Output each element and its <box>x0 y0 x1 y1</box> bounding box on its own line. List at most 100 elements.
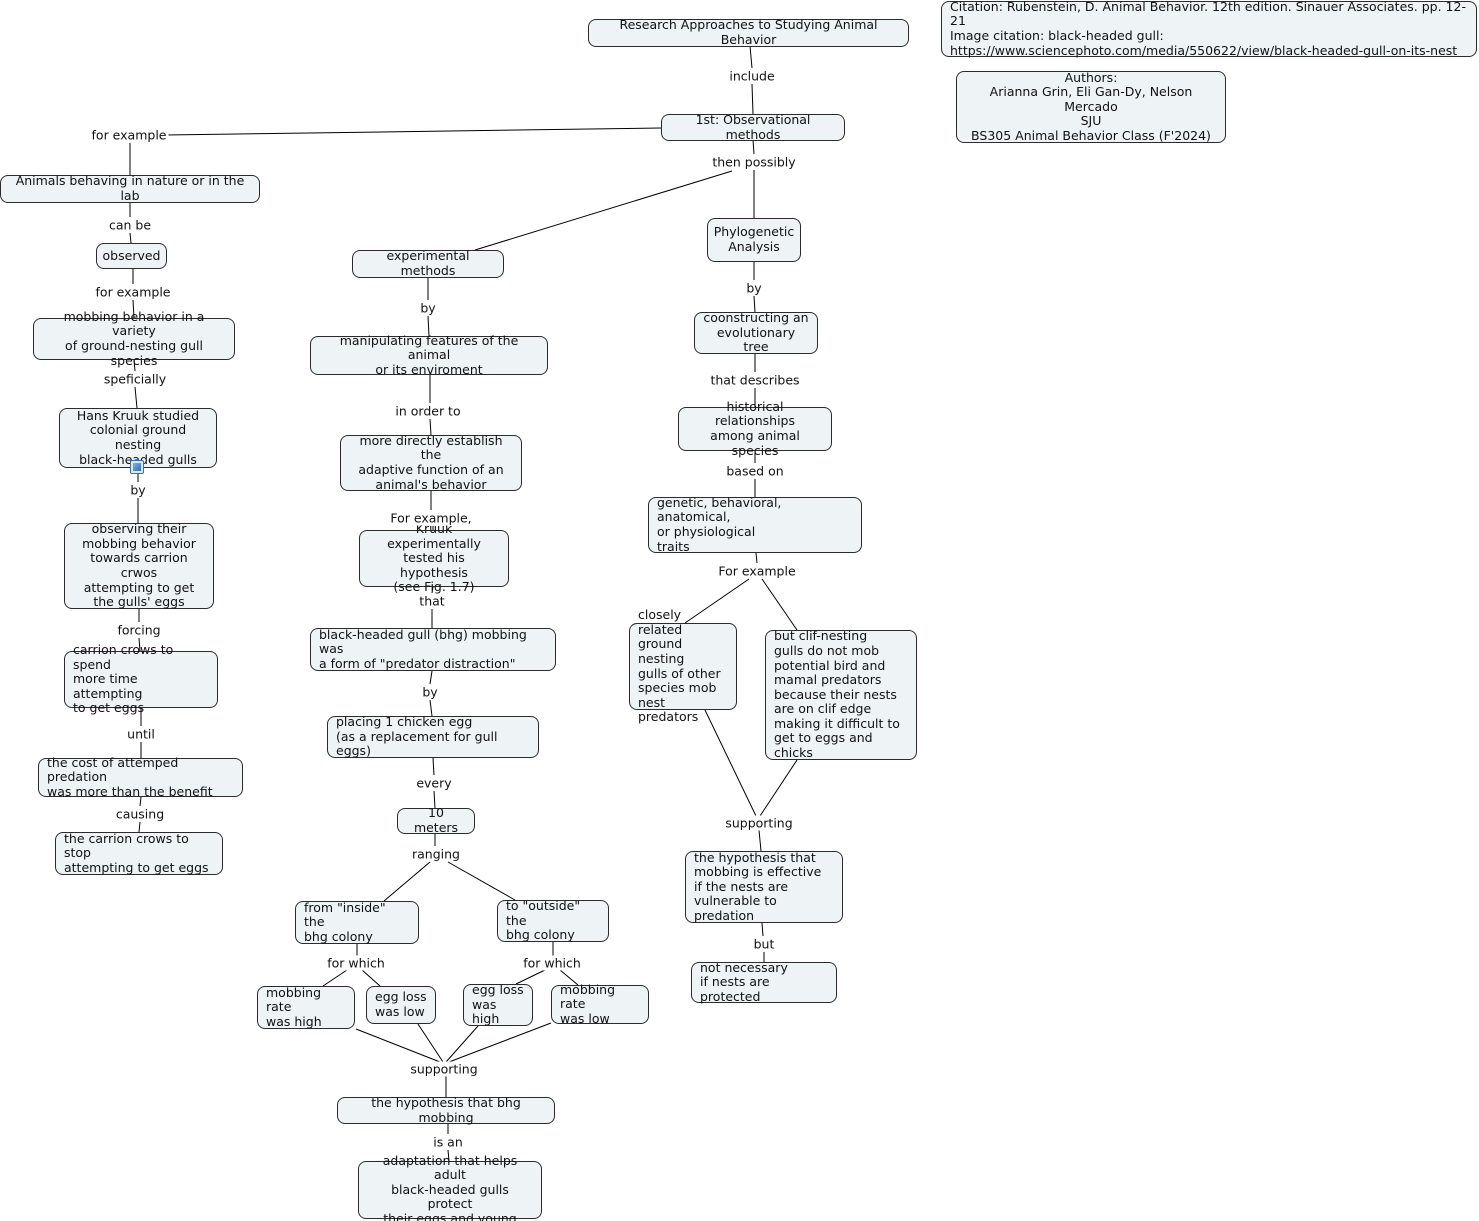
node-evolutionary-tree-text: coonstructing an evolutionary tree <box>703 310 809 355</box>
node-crows-stop[interactable]: the carrion crows to stop attempting to … <box>55 830 223 875</box>
node-evolutionary-tree[interactable]: coonstructing an evolutionary tree <box>694 310 818 355</box>
node-egg-loss-low-text: egg loss was low <box>375 989 427 1019</box>
node-mobbing-rate-high[interactable]: mobbing rate was high <box>257 984 355 1029</box>
link-can-be[interactable]: can be <box>106 217 154 233</box>
node-phylogenetic-analysis-text: Phylogenetic Analysis <box>713 224 795 254</box>
node-predator-distraction-text: black-headed gull (bhg) mobbing was a fo… <box>319 626 527 671</box>
node-traits-text: genetic, behavioral, anatomical, or phys… <box>657 494 782 554</box>
node-observational-methods[interactable]: 1st: Observational methods <box>661 111 845 142</box>
node-traits[interactable]: genetic, behavioral, anatomical, or phys… <box>648 494 862 554</box>
node-egg-loss-high[interactable]: egg loss was high <box>463 982 533 1027</box>
node-mobbing-variety-text: mobbing behavior in a variety of ground-… <box>63 308 205 368</box>
node-chicken-egg[interactable]: placing 1 chicken egg (as a replacement … <box>327 714 539 759</box>
node-observational-methods-text: 1st: Observational methods <box>695 111 811 142</box>
image-icon[interactable] <box>130 460 144 474</box>
link-speficially[interactable]: speficially <box>101 371 169 387</box>
node-mobbing-variety[interactable]: mobbing behavior in a variety of ground-… <box>33 309 235 367</box>
link-ranging[interactable]: ranging <box>410 846 462 862</box>
node-cost-predation[interactable]: the cost of attemped predation was more … <box>38 754 243 799</box>
node-hypothesis-bhg-text: the hypothesis that bhg mobbing <box>371 1094 521 1125</box>
node-experimental-methods-text: experimental methods <box>386 248 470 278</box>
node-observed[interactable]: observed <box>96 243 167 269</box>
link-is-an[interactable]: is an <box>431 1134 465 1150</box>
link-causing[interactable]: causing <box>113 806 167 822</box>
link-by-experimental[interactable]: by <box>418 300 438 316</box>
link-for-example-observed[interactable]: for example <box>93 284 173 300</box>
node-hypothesis-bhg[interactable]: the hypothesis that bhg mobbing <box>337 1094 555 1125</box>
authors-text: Authors: Arianna Grin, Eli Gan-Dy, Nelso… <box>971 69 1211 143</box>
link-for-example-experimental[interactable]: For example, <box>388 510 474 526</box>
node-mobbing-rate-low-text: mobbing rate was low <box>560 981 616 1026</box>
link-include[interactable]: include <box>727 68 777 84</box>
node-experimental-methods[interactable]: experimental methods <box>352 248 504 278</box>
link-in-order-to[interactable]: in order to <box>393 403 463 419</box>
node-hypothesis-effective-text: the hypothesis that mobbing is effective… <box>694 849 822 923</box>
node-animals-behaving[interactable]: Animals behaving in nature or in the lab <box>0 173 260 203</box>
node-adaptation-text: adaptation that helps adult black-headed… <box>382 1152 518 1221</box>
link-every[interactable]: every <box>414 775 454 791</box>
node-closely-related[interactable]: closely related ground nesting gulls of … <box>629 607 737 724</box>
node-crows-spend-time-text: carrion crows to spend more time attempt… <box>73 642 174 716</box>
link-supporting-phylogenetic[interactable]: supporting <box>723 815 795 831</box>
node-not-necessary-text: not necessary if nests are protected <box>700 959 788 1004</box>
node-cost-predation-text: the cost of attemped predation was more … <box>47 754 213 799</box>
node-kruuk-tested-text: Kruuk experimentally tested his hypothes… <box>387 521 481 595</box>
node-inside-colony[interactable]: from "inside" the bhg colony <box>295 899 419 944</box>
link-by-phylogenetic[interactable]: by <box>744 280 764 296</box>
link-that-describes[interactable]: that describes <box>708 372 802 388</box>
link-for-example-phylogenetic[interactable]: For example <box>716 563 798 579</box>
node-mobbing-rate-low[interactable]: mobbing rate was low <box>551 981 649 1026</box>
node-egg-loss-low[interactable]: egg loss was low <box>366 986 436 1024</box>
node-title[interactable]: Research Approaches to Studying Animal B… <box>588 17 909 47</box>
node-outside-colony[interactable]: to "outside" the bhg colony <box>497 898 609 943</box>
node-adaptation[interactable]: adaptation that helps adult black-headed… <box>358 1153 542 1221</box>
node-establish-function[interactable]: more directly establish the adaptive fun… <box>340 432 522 492</box>
node-crows-spend-time[interactable]: carrion crows to spend more time attempt… <box>64 642 218 715</box>
link-forcing[interactable]: forcing <box>115 622 163 638</box>
node-kruuk-tested[interactable]: Kruuk experimentally tested his hypothes… <box>359 521 509 594</box>
node-ten-meters[interactable]: 10 meters <box>397 805 475 835</box>
node-historical-relationships-text: historical relationships among animal sp… <box>710 398 800 458</box>
link-by-kruuk[interactable]: by <box>128 482 148 498</box>
node-title-text: Research Approaches to Studying Animal B… <box>619 17 878 47</box>
node-animals-behaving-text: Animals behaving in nature or in the lab <box>15 173 245 203</box>
node-establish-function-text: more directly establish the adaptive fun… <box>358 432 504 492</box>
node-phylogenetic-analysis[interactable]: Phylogenetic Analysis <box>707 218 801 262</box>
link-but[interactable]: but <box>751 936 777 952</box>
node-observing-mobbing-text: observing their mobbing behavior towards… <box>82 521 196 610</box>
node-manipulating-features[interactable]: manipulating features of the animal or i… <box>310 332 548 377</box>
node-clif-nesting-text: but clif-nesting gulls do not mob potent… <box>774 628 900 761</box>
citation-box: Citation: Rubenstein, D. Animal Behavior… <box>941 0 1477 58</box>
node-egg-loss-high-text: egg loss was high <box>472 982 524 1027</box>
node-observing-mobbing[interactable]: observing their mobbing behavior towards… <box>64 521 214 610</box>
link-for-which-outside[interactable]: for which <box>521 955 583 971</box>
node-observed-text: observed <box>102 247 161 263</box>
node-mobbing-rate-high-text: mobbing rate was high <box>266 984 322 1029</box>
node-kruuk-studied-text: Hans Kruuk studied colonial ground nesti… <box>76 407 200 467</box>
link-until[interactable]: until <box>125 726 157 742</box>
node-hypothesis-effective[interactable]: the hypothesis that mobbing is effective… <box>685 849 843 923</box>
link-supporting-experimental[interactable]: supporting <box>408 1061 480 1077</box>
node-closely-related-text: closely related ground nesting gulls of … <box>638 607 721 725</box>
node-historical-relationships[interactable]: historical relationships among animal sp… <box>678 399 832 457</box>
node-manipulating-features-text: manipulating features of the animal or i… <box>339 332 519 377</box>
authors-box: Authors: Arianna Grin, Eli Gan-Dy, Nelso… <box>956 69 1226 143</box>
node-predator-distraction[interactable]: black-headed gull (bhg) mobbing was a fo… <box>310 626 556 671</box>
link-based-on[interactable]: based on <box>724 463 786 479</box>
node-inside-colony-text: from "inside" the bhg colony <box>304 899 386 944</box>
link-then-possibly[interactable]: then possibly <box>710 154 798 170</box>
link-by-placing[interactable]: by <box>420 684 440 700</box>
node-kruuk-studied[interactable]: Hans Kruuk studied colonial ground nesti… <box>59 408 217 468</box>
node-crows-stop-text: the carrion crows to stop attempting to … <box>64 830 209 875</box>
citation-text: Citation: Rubenstein, D. Animal Behavior… <box>950 0 1466 58</box>
link-for-which-inside[interactable]: for which <box>325 955 387 971</box>
node-outside-colony-text: to "outside" the bhg colony <box>506 898 581 943</box>
node-not-necessary[interactable]: not necessary if nests are protected <box>691 959 837 1004</box>
link-that[interactable]: that <box>417 593 447 609</box>
link-for-example-top[interactable]: for example <box>89 127 169 143</box>
node-clif-nesting[interactable]: but clif-nesting gulls do not mob potent… <box>765 628 917 761</box>
node-chicken-egg-text: placing 1 chicken egg (as a replacement … <box>336 714 498 759</box>
node-ten-meters-text: 10 meters <box>413 805 459 835</box>
